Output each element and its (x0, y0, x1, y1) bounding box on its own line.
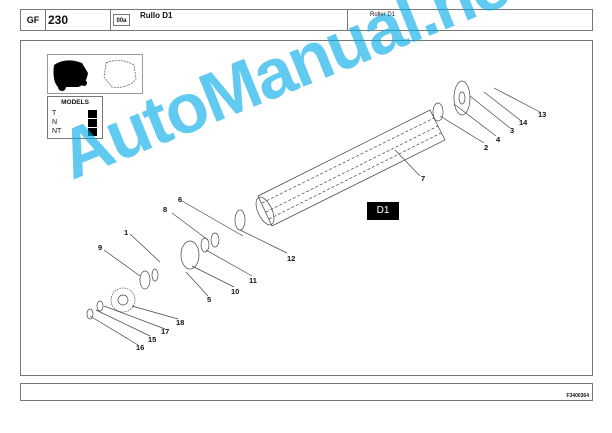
models-box: MODELS T N NT (47, 96, 103, 139)
callout-10: 10 (231, 287, 240, 296)
group-code: GF (21, 10, 46, 30)
model-nt-mark (88, 128, 97, 136)
callout-2: 2 (484, 143, 489, 152)
callout-11: 11 (249, 276, 257, 285)
callout-4: 4 (496, 135, 501, 144)
models-title: MODELS (61, 99, 89, 106)
callout-18: 18 (176, 318, 185, 327)
callout-14: 14 (519, 118, 528, 127)
machine-thumbnail (47, 54, 143, 94)
model-t: T (52, 110, 57, 117)
model-t-mark (88, 110, 97, 118)
callout-3: 3 (510, 126, 515, 135)
end-flange (453, 80, 471, 116)
callout-7: 7 (421, 174, 426, 183)
drawing-code: F3400364 (566, 393, 589, 399)
bearing-housing (180, 240, 200, 270)
title-italian: Rullo D1 (134, 10, 348, 30)
model-n-mark (88, 119, 97, 127)
header-bar: GF 230 00a Rullo D1 Roller D1 (20, 9, 593, 31)
model-nt: NT (52, 128, 62, 135)
callout-5: 5 (207, 295, 212, 304)
callout-1: 1 (124, 228, 129, 237)
callout-12: 12 (287, 254, 296, 263)
callout-17: 17 (161, 327, 170, 336)
callout-8: 8 (163, 205, 168, 214)
baler-icon (53, 60, 137, 91)
revision-badge: 00a (113, 14, 130, 26)
callout-16: 16 (136, 343, 145, 352)
callout-13: 13 (538, 110, 547, 119)
section-tag-d1: D1 (367, 202, 399, 220)
table-number: 230 (46, 10, 111, 30)
callout-9: 9 (98, 243, 103, 252)
footer-bar: F3400364 (20, 383, 593, 401)
callout-15: 15 (148, 335, 157, 344)
model-n: N (52, 119, 58, 126)
drawing-frame (20, 40, 593, 376)
title-english: Roller D1 (370, 12, 396, 18)
sprocket (110, 287, 136, 313)
roller-body (257, 109, 446, 227)
callout-6: 6 (178, 195, 183, 204)
